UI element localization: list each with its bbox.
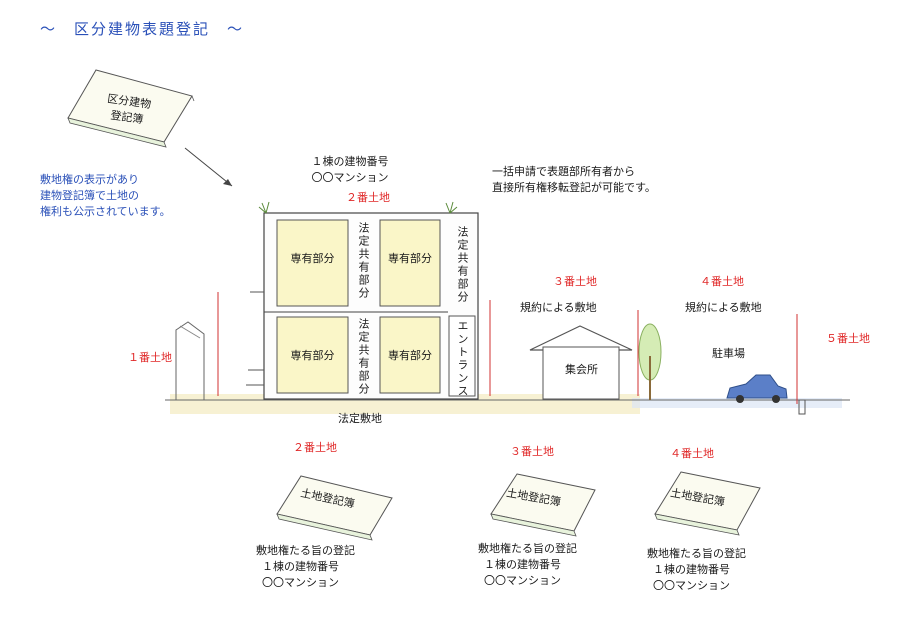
- building-number-line1: １棟の建物番号: [311, 155, 389, 168]
- page-title: 〜 区分建物表題登記 〜: [40, 20, 245, 38]
- common-part-upper: 法定共有部分: [357, 222, 370, 300]
- land-book-line: １棟の建物番号: [262, 560, 339, 573]
- land-book-line: 〇〇マンション: [653, 579, 730, 592]
- land-book-line: 敷地権たる旨の登記: [478, 542, 577, 555]
- lot-label-5: ５番土地: [826, 332, 870, 345]
- note-right-line: 一括申請で表題部所有者から: [492, 165, 635, 178]
- exclusive-unit-label: 専有部分: [388, 349, 432, 362]
- note-left-line: 敷地権の表示があり: [40, 173, 139, 186]
- lot-label-4: ４番土地: [700, 275, 744, 288]
- agreed-site-label-3: 規約による敷地: [520, 301, 597, 314]
- entrance-label: エントランス: [456, 320, 469, 398]
- land-book-text: 敷地権たる旨の登記 １棟の建物番号 〇〇マンション: [256, 543, 355, 591]
- meeting-hall-label: 集会所: [565, 363, 598, 376]
- building: [246, 201, 479, 400]
- agreed-site-label-4: 規約による敷地: [685, 301, 762, 314]
- parking-label: 駐車場: [712, 347, 745, 360]
- common-part-side: 法定共有部分: [456, 226, 469, 304]
- note-left: 敷地権の表示があり 建物登記簿で土地の 権利も公示されています。: [40, 172, 171, 220]
- note-right: 一括申請で表題部所有者から 直接所有権移転登記が可能です。: [492, 164, 656, 196]
- note-right-line: 直接所有権移転登記が可能です。: [492, 181, 656, 194]
- land-book-lot: ３番土地: [510, 445, 554, 458]
- pointer-arrow: [184, 147, 233, 187]
- meeting-hall-drawing: [529, 325, 633, 400]
- tree: [638, 323, 662, 400]
- note-left-line: 建物登記簿で土地の: [40, 189, 139, 202]
- land-book-line: １棟の建物番号: [484, 558, 561, 571]
- lot-label-2: ２番土地: [346, 191, 390, 204]
- parking-ground: [632, 398, 842, 408]
- land-book-lot: ４番土地: [670, 447, 714, 460]
- land-book-drawing-1: [276, 475, 393, 541]
- legal-site-label: 法定敷地: [338, 412, 382, 425]
- note-left-line: 権利も公示されています。: [40, 205, 171, 218]
- land-book-line: 敷地権たる旨の登記: [256, 544, 355, 557]
- register-book-drawing: [67, 69, 195, 148]
- lot-label-3: ３番土地: [553, 275, 597, 288]
- land-book-text: 敷地権たる旨の登記 １棟の建物番号 〇〇マンション: [647, 546, 746, 594]
- exclusive-unit-label: 専有部分: [388, 252, 432, 265]
- lot-label-1: １番土地: [128, 351, 172, 364]
- register-book-label: 区分建物 登記簿: [104, 91, 152, 129]
- land-book-drawing-2: [490, 473, 596, 537]
- land-book-lot: ２番土地: [293, 441, 337, 454]
- common-part-lower: 法定共有部分: [357, 318, 370, 396]
- exclusive-unit-label: 専有部分: [290, 349, 335, 362]
- land-book-text: 敷地権たる旨の登記 １棟の建物番号 〇〇マンション: [478, 541, 577, 589]
- car: [726, 374, 788, 403]
- land-book-line: １棟の建物番号: [653, 563, 730, 576]
- pointer-arrowhead: [223, 179, 232, 186]
- land-book-line: 敷地権たる旨の登記: [647, 547, 746, 560]
- exclusive-unit-label: 専有部分: [290, 252, 335, 265]
- land-book-drawing-3: [654, 471, 761, 536]
- fence-post: [798, 399, 806, 415]
- neighbor-house: [175, 321, 205, 400]
- building-number-line2: 〇〇マンション: [311, 171, 389, 184]
- land-book-line: 〇〇マンション: [484, 574, 561, 587]
- land-book-line: 〇〇マンション: [262, 576, 339, 589]
- building-number: １棟の建物番号 〇〇マンション: [300, 154, 400, 186]
